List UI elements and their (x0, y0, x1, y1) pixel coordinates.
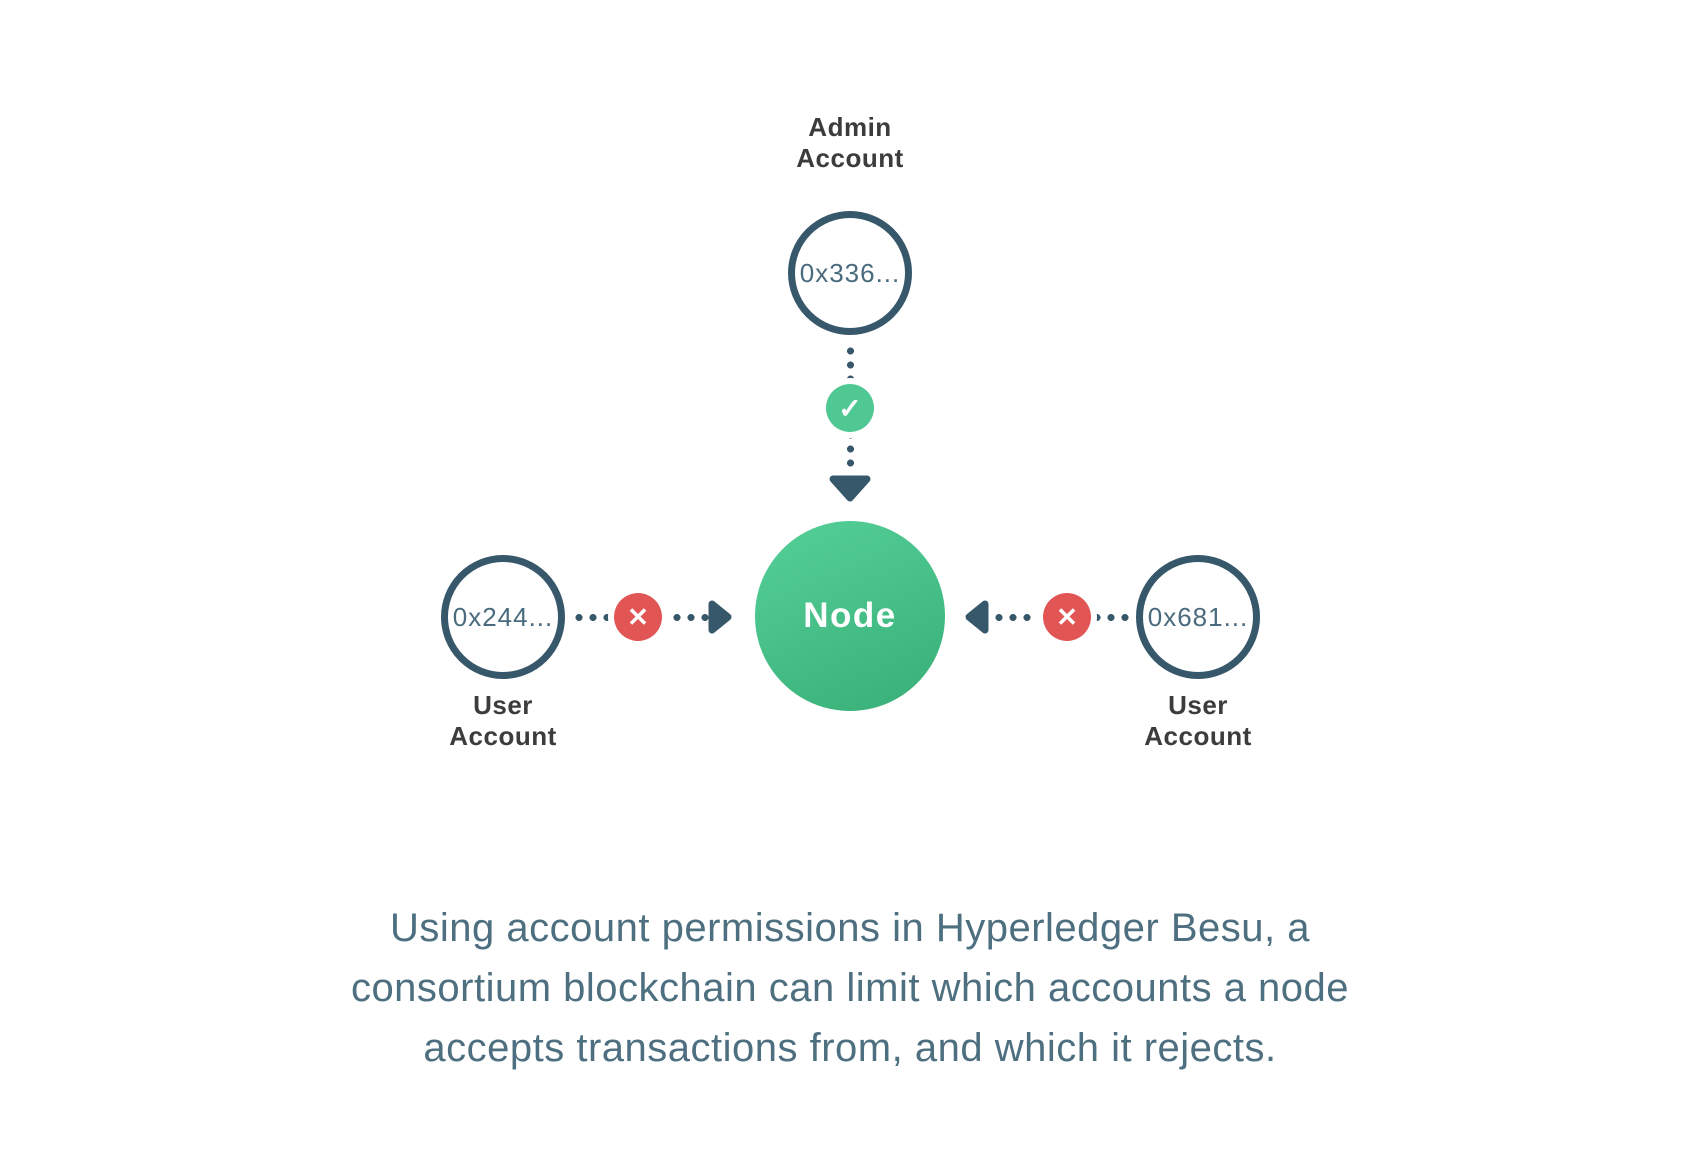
right-user-account-circle: 0x681... (1136, 555, 1260, 679)
right-deny-badge: ✕ (1043, 593, 1091, 641)
admin-account-address: 0x336... (799, 257, 901, 288)
node-circle: Node (755, 521, 945, 711)
left-user-account-label: User Account (449, 690, 557, 751)
admin-account-label: Admin Account (796, 112, 904, 173)
right-user-account-label: User Account (1144, 690, 1252, 751)
check-icon: ✓ (838, 392, 862, 424)
diagram-caption: Using account permissions in Hyperledger… (350, 906, 1350, 1070)
left-user-account-address: 0x244... (452, 601, 554, 632)
left-arrowhead-icon (964, 596, 990, 638)
down-arrowhead-icon (826, 474, 874, 504)
left-user-account-circle: 0x244... (441, 555, 565, 679)
admin-account-circle: 0x336... (788, 211, 912, 335)
cross-icon: ✕ (627, 601, 649, 632)
right-arrowhead-icon (707, 596, 733, 638)
node-label: Node (803, 596, 897, 635)
right-user-account-address: 0x681... (1147, 601, 1249, 632)
allow-badge: ✓ (826, 384, 874, 432)
left-deny-badge: ✕ (614, 593, 662, 641)
cross-icon: ✕ (1056, 601, 1078, 632)
